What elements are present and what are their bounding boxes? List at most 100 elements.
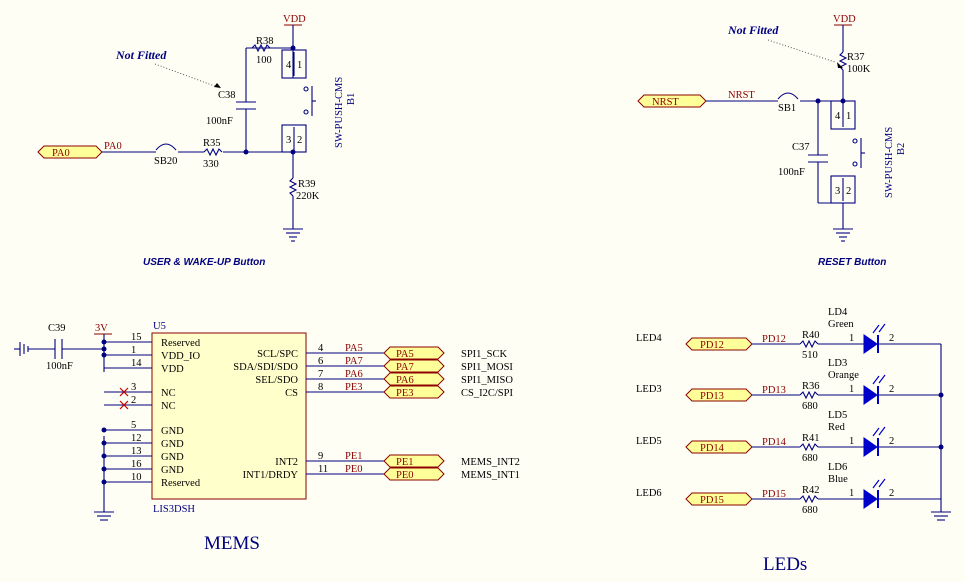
pa0-net-label: PA0 [104,141,122,152]
led-port-label: PD13 [700,391,724,402]
light-rays-icon [872,374,886,385]
pin-name: SCL/SPC [257,349,298,360]
led-pin1: 1 [849,488,854,499]
r38-resistor [251,43,271,53]
pin-name: SDA/SDI/SDO [233,362,298,373]
port-flag [383,359,445,373]
led-color: Green [828,319,854,330]
pin-number: 9 [318,451,323,462]
sb1-bridge [777,92,799,100]
pin-number: 1 [131,345,136,356]
b1-pin2: 2 [297,135,302,146]
led-color: Blue [828,474,848,485]
port-label: PE0 [396,470,414,481]
led-pin2: 2 [889,384,894,395]
signal-label: CS_I2C/SPI [461,388,513,399]
led-pin1: 1 [849,436,854,447]
resistor-value: 680 [802,401,818,412]
light-rays-icon [872,426,886,437]
nrst-port-label: NRST [652,97,679,108]
net-label: PE1 [345,451,363,462]
led-pin1: 1 [849,384,854,395]
sb20-bridge [155,143,177,151]
led-label: LED3 [636,384,662,395]
mems-left-pin-2: 2NC [104,395,176,412]
u5-chip [151,332,307,500]
mems-title: MEMS [204,533,260,554]
port-flag [383,467,445,481]
net-label: PA6 [345,369,363,380]
r35-value: 330 [203,159,219,170]
pin-name: CS [285,388,298,399]
port-label: PA5 [396,349,414,360]
port-flag [383,385,445,399]
led-ref: LD4 [828,307,848,318]
led-net-label: PD14 [762,437,787,448]
port-label: PA6 [396,375,414,386]
r37-value: 100K [847,64,871,75]
b2-part: SW-PUSH-CMS [884,127,895,198]
resistor-value: 680 [802,453,818,464]
r35-resistor [203,147,223,157]
light-rays-icon [872,478,886,489]
b2-pin-block-top [830,100,856,130]
r38-ref: R38 [256,36,274,47]
pa0-port [37,145,103,159]
led-net-label: PD13 [762,385,786,396]
u5-ref: U5 [153,321,166,332]
led-label: LED4 [636,333,662,344]
r38-value: 100 [256,55,272,66]
mems-section: C39 100nF 3V U5 LIS3DSH MEMS 15Reserved1… [14,321,520,554]
led-color: Orange [828,370,859,381]
led-port-label: PD14 [700,443,725,454]
net-label: PE0 [345,464,363,475]
led-label: LED6 [636,488,662,499]
sb1-label: SB1 [778,103,796,114]
user-button-section: VDD R38 100 C38 100nF Not Fitted 4 1 3 2… [37,14,357,268]
pin-name: GND [161,426,184,437]
r39-ref: R39 [298,179,316,190]
r37-ref: R37 [847,52,865,63]
leds-title: LEDs [763,554,807,575]
u5-part: LIS3DSH [153,504,195,515]
b2-pin2: 2 [846,186,851,197]
signal-label: MEMS_INT2 [461,457,520,468]
pin-number: 6 [318,356,323,367]
led-color: Red [828,422,846,433]
resistor-ref: R40 [802,330,820,341]
pin-number: 14 [131,358,142,369]
pin-number: 3 [131,382,136,393]
user-not-fitted-note: Not Fitted [115,48,167,62]
signal-label: SPI1_MOSI [461,362,513,373]
sb20-label: SB20 [154,156,177,167]
pa0-port-label: PA0 [52,148,70,159]
resistor-ref: R36 [802,381,820,392]
pin-name: INT2 [275,457,298,468]
pin-number: 4 [318,343,324,354]
b2-pin1: 1 [846,111,851,122]
port-flag [383,454,445,468]
port-flag [383,372,445,386]
port-label: PA7 [396,362,414,373]
reset-button-caption: RESET Button [818,257,886,268]
signal-label: MEMS_INT1 [461,470,520,481]
port-label: PE3 [396,388,414,399]
reset-vdd-label: VDD [833,14,856,25]
pin-number: 13 [131,446,142,457]
led-resistor [799,494,819,504]
led-resistor [799,390,819,400]
led-diode-icon [863,489,878,509]
led-diode-icon [863,334,878,354]
user-vdd-label: VDD [283,14,306,25]
